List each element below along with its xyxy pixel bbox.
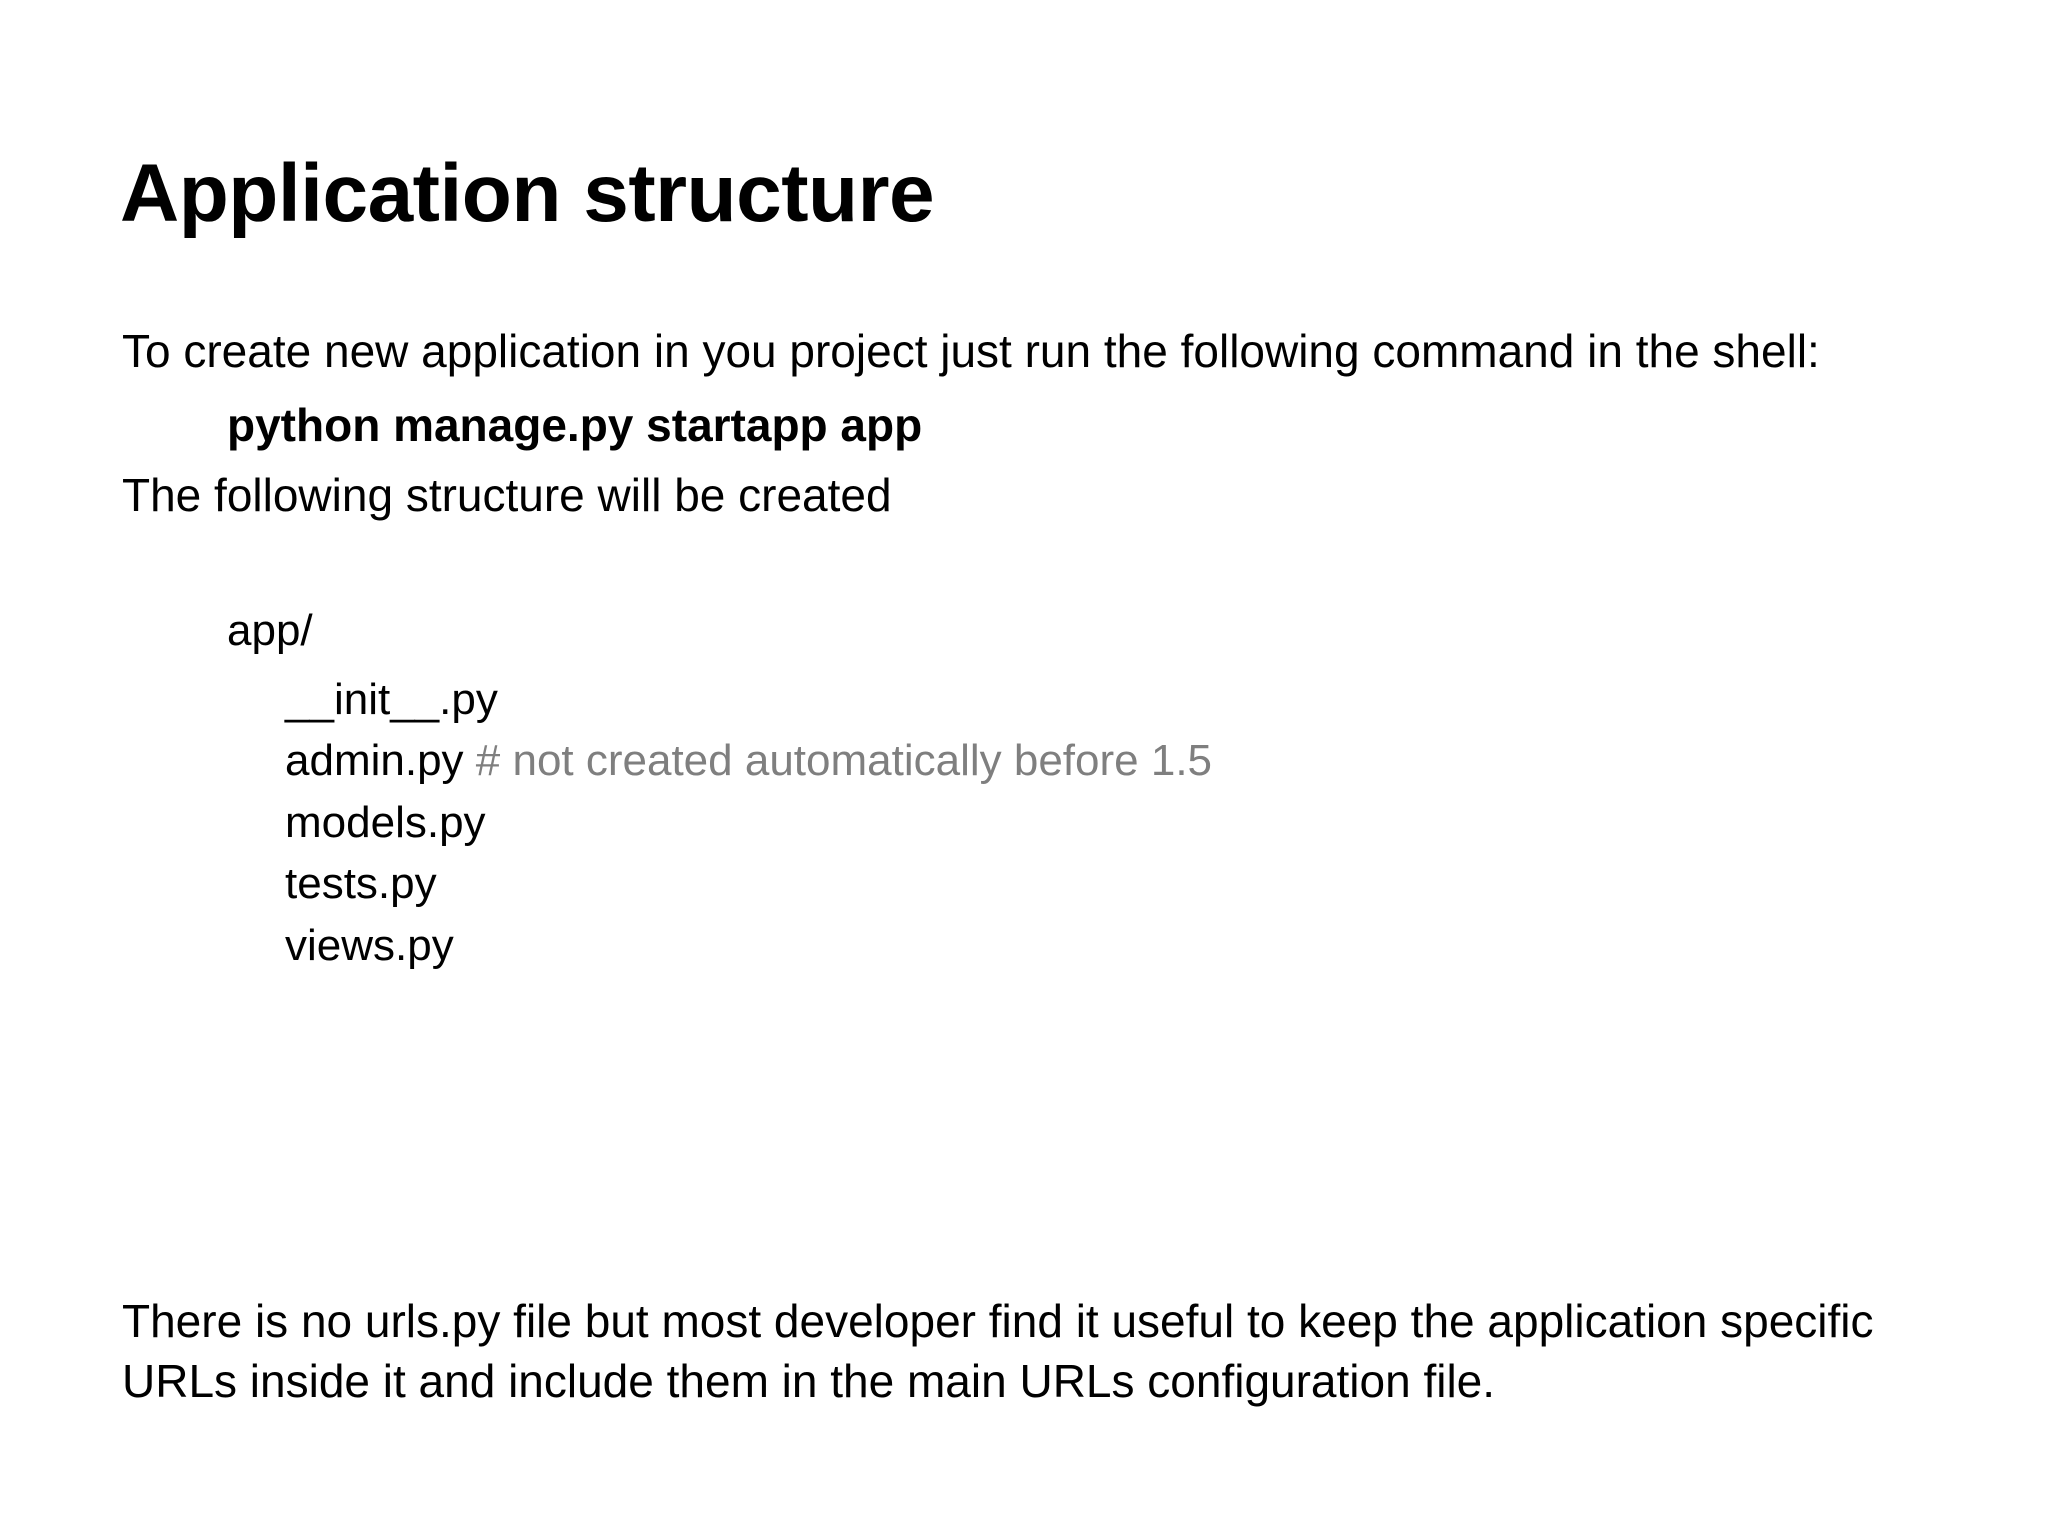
structure-intro-paragraph: The following structure will be created	[122, 468, 892, 521]
tree-item-name: __init__.py	[285, 674, 498, 724]
page-title: Application structure	[120, 147, 935, 239]
tree-item-name: admin.py	[285, 736, 464, 786]
tree-item-views: views.py	[285, 915, 1942, 976]
tree-children: __init__.py admin.py # not created autom…	[227, 669, 1942, 976]
file-tree: app/ __init__.py admin.py # not created …	[122, 603, 1942, 976]
tree-item-models: models.py	[285, 792, 1942, 853]
intro-paragraph: To create new application in you project…	[122, 325, 1820, 377]
slide-body: To create new application in you project…	[122, 322, 1942, 976]
tree-item-name: models.py	[285, 797, 486, 847]
tree-item-name: views.py	[285, 920, 454, 970]
footer-paragraph: There is no urls.py file but most develo…	[122, 1295, 1874, 1407]
tree-item-name: tests.py	[285, 859, 437, 909]
command-line: python manage.py startapp app	[227, 398, 923, 451]
tree-item-init: __init__.py	[285, 669, 1942, 730]
tree-item-comment: # not created automatically before 1.5	[475, 736, 1213, 786]
tree-item-admin: admin.py # not created automatically bef…	[285, 730, 1942, 791]
tree-root-label: app/	[227, 606, 313, 656]
tree-item-tests: tests.py	[285, 853, 1942, 914]
